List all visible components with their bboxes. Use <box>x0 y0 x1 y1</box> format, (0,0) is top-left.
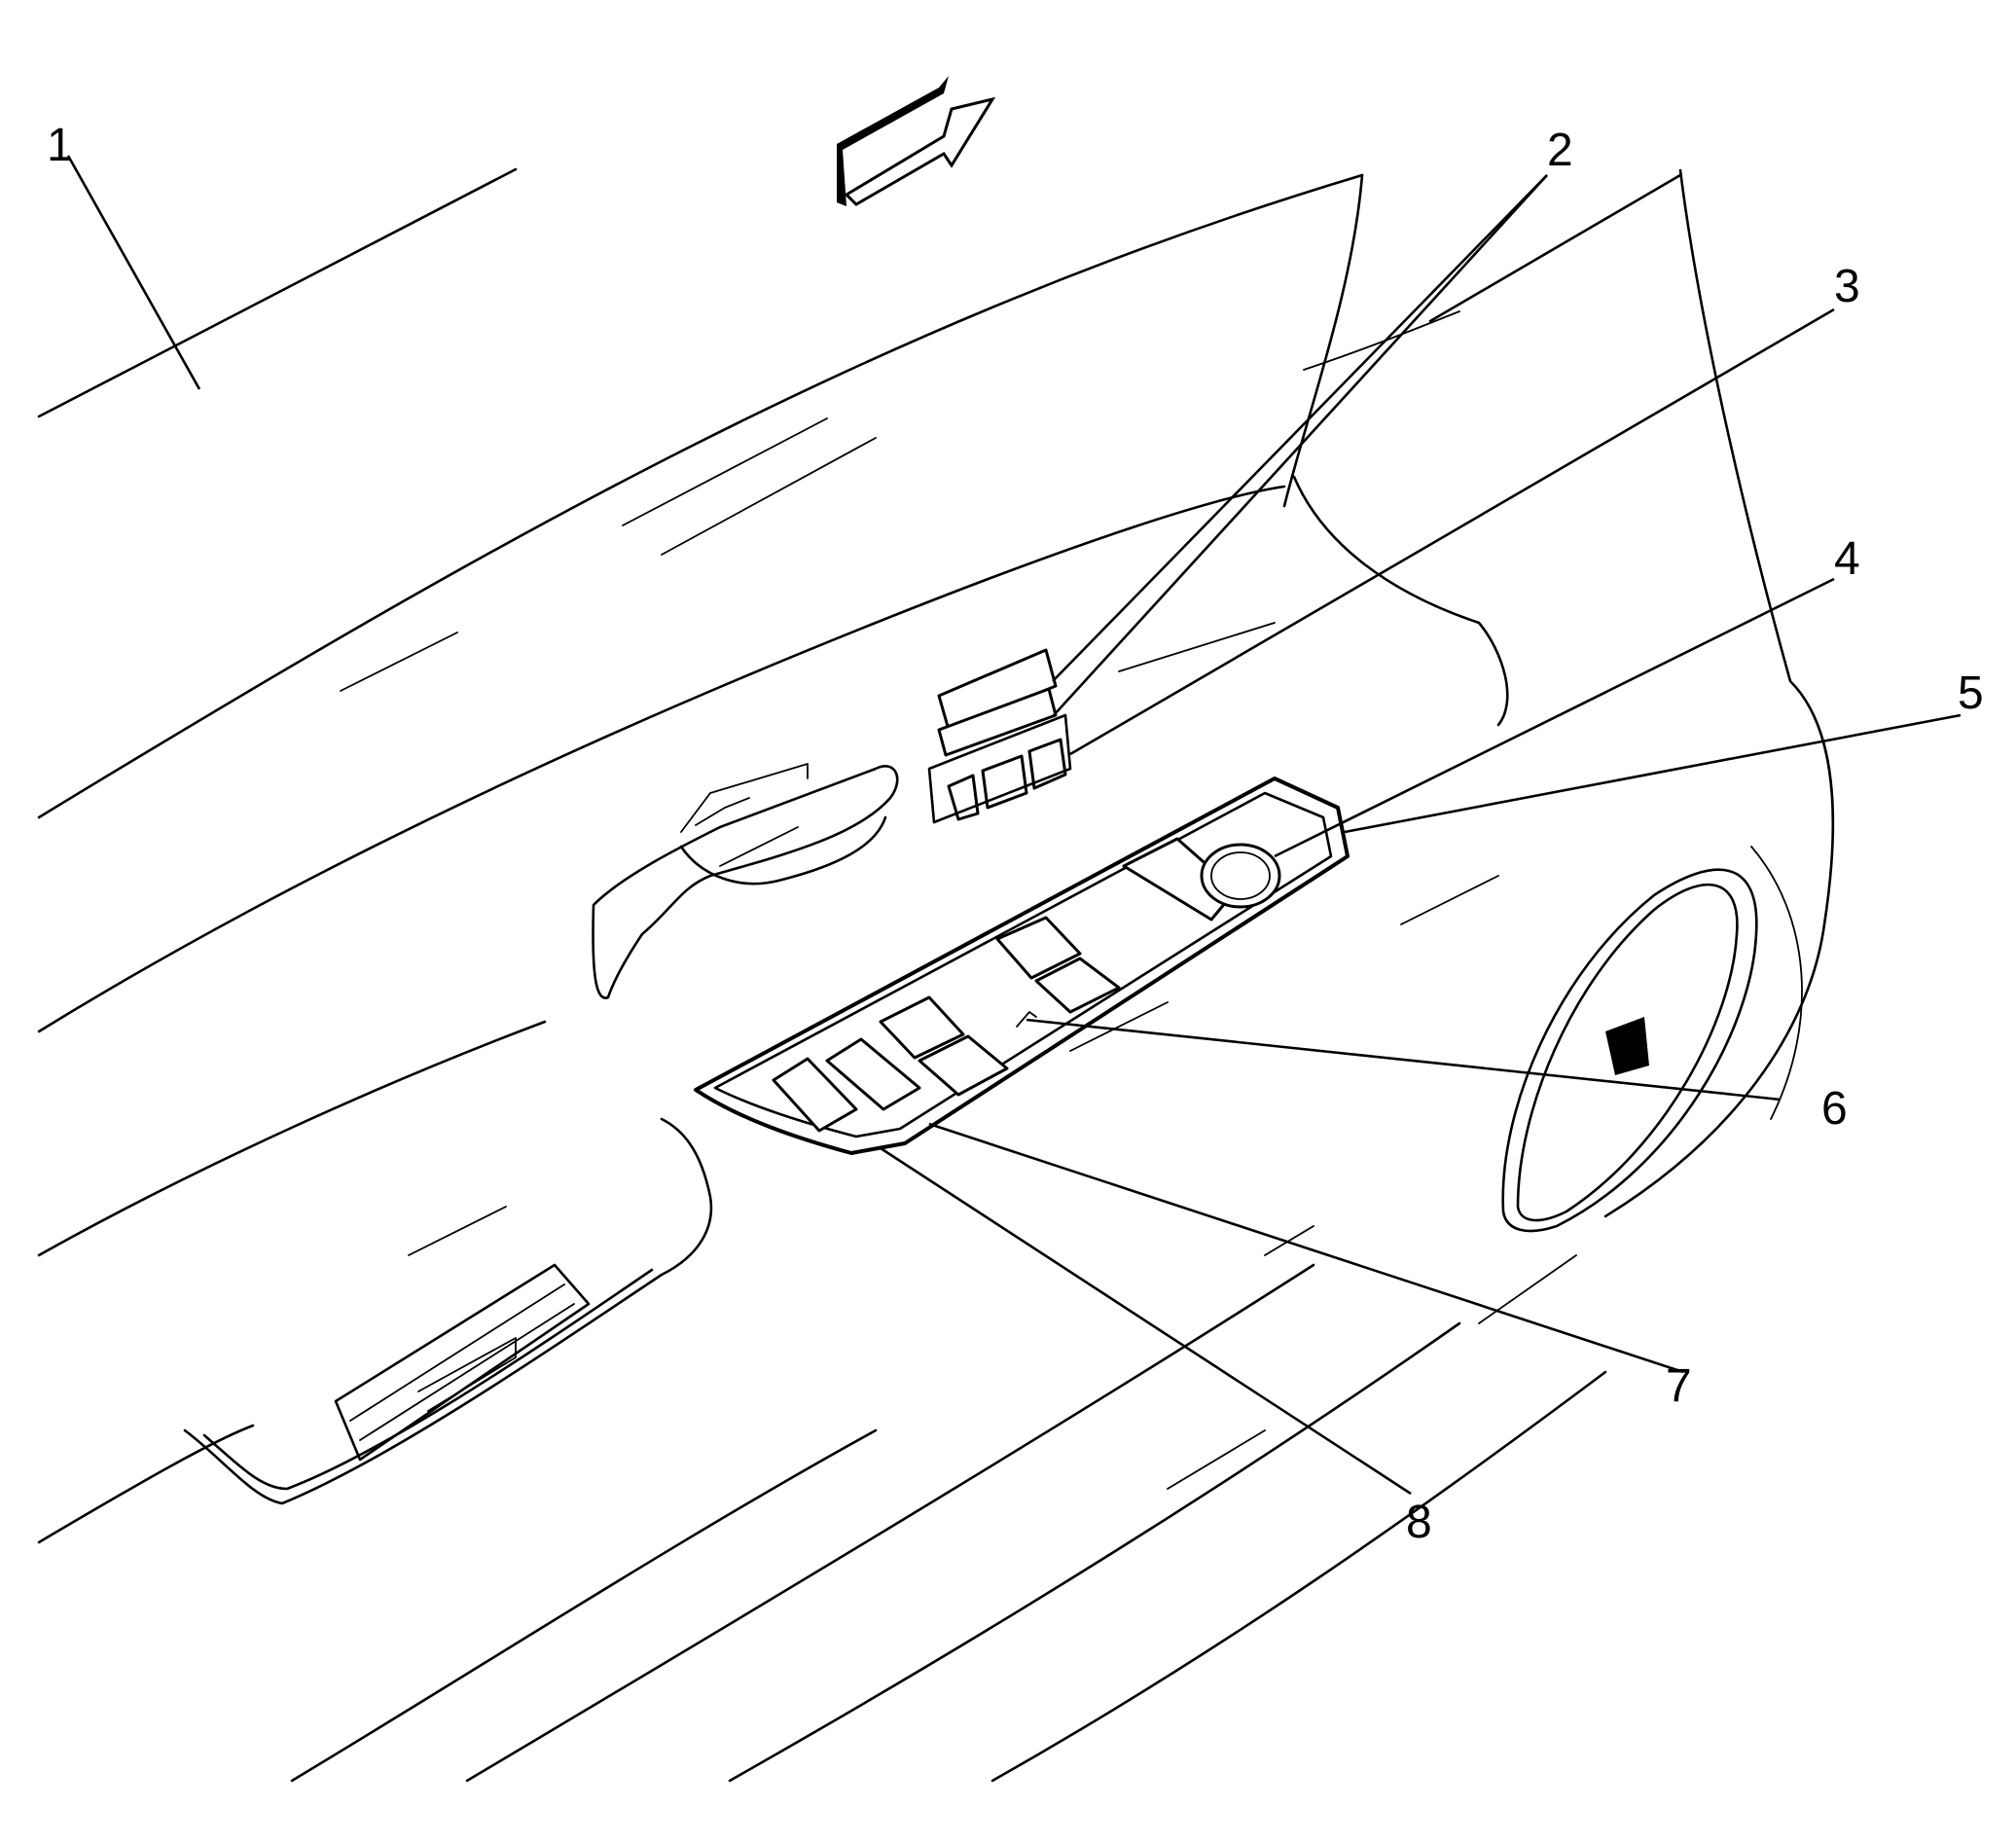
callout-7: 7 <box>1666 1360 1692 1412</box>
seat-switch-cluster <box>927 648 1072 824</box>
callout-3: 3 <box>1834 261 1860 312</box>
callout-8: 8 <box>1406 1497 1432 1548</box>
speaker-grille-icon <box>1501 846 1803 1233</box>
door-outline <box>37 167 1835 1783</box>
leader-lines <box>66 155 1962 1496</box>
upper-door-handle <box>592 763 899 999</box>
lower-door-pocket <box>183 1117 713 1505</box>
callout-1: 1 <box>47 120 73 171</box>
direction-arrow-icon <box>837 76 996 206</box>
window-switch-panel <box>694 777 1350 1155</box>
callout-4: 4 <box>1834 533 1860 585</box>
callout-6: 6 <box>1821 1083 1848 1135</box>
callout-2: 2 <box>1547 125 1573 176</box>
callout-5: 5 <box>1958 668 1984 719</box>
